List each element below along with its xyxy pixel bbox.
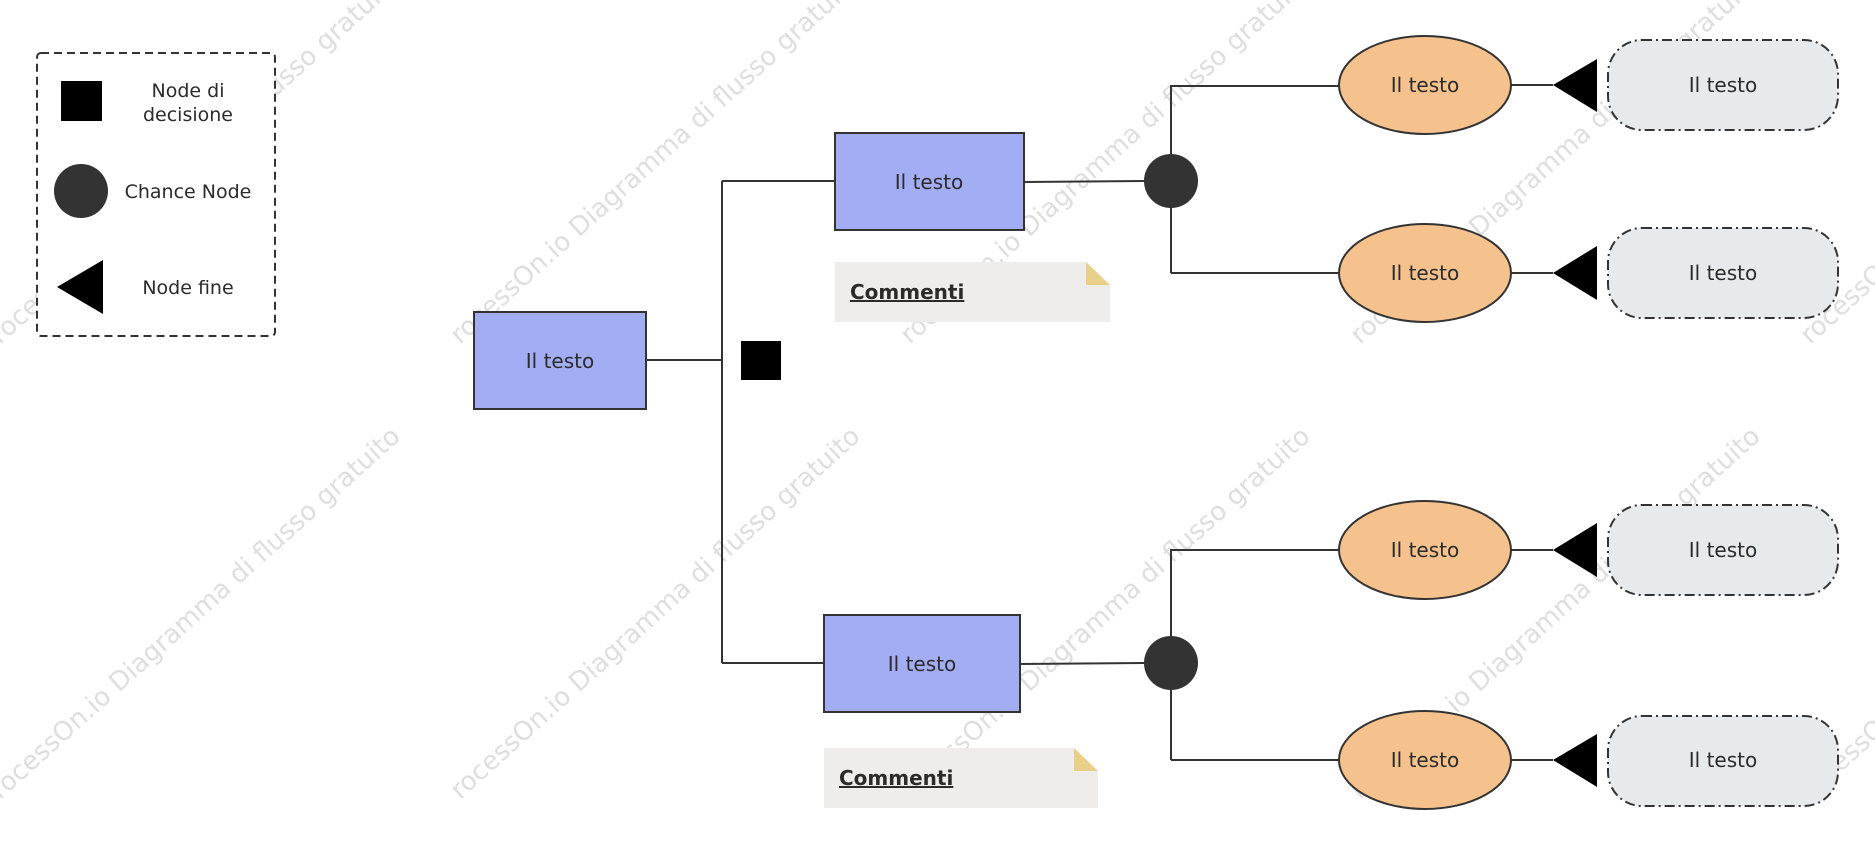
end-node-label: Il testo bbox=[1689, 748, 1757, 772]
end-node-label: Il testo bbox=[1689, 73, 1757, 97]
end-node-marker bbox=[1553, 734, 1597, 787]
comment-note-bg[interactable] bbox=[835, 262, 1110, 322]
outcome-node[interactable] bbox=[1338, 710, 1512, 810]
comment-note-bg[interactable] bbox=[824, 748, 1098, 808]
watermark-text: rocessOn.io Diagramma di flusso gratuito bbox=[445, 421, 867, 805]
decision-node-marker bbox=[741, 341, 781, 380]
connector-layer bbox=[646, 84, 1553, 761]
outcome-node[interactable] bbox=[1338, 35, 1512, 135]
chance-node-icon bbox=[54, 164, 108, 218]
decision-node-icon bbox=[61, 81, 102, 121]
chance-node[interactable] bbox=[1144, 636, 1198, 690]
root-node[interactable]: Il testo bbox=[473, 311, 647, 410]
watermark-text: rocessOn.io Diagramma di flusso gratuito bbox=[445, 0, 867, 350]
branch-node-label: Il testo bbox=[895, 170, 963, 194]
end-node-box[interactable] bbox=[1607, 504, 1839, 596]
comment-label: Commenti bbox=[839, 766, 953, 790]
outcome-node-label: Il testo bbox=[1391, 261, 1459, 285]
legend-end-label: Node fine bbox=[142, 277, 233, 299]
branch-1: Il testo Commenti Il testo Il testo Il t… bbox=[834, 35, 1839, 323]
root-node-box[interactable] bbox=[473, 311, 647, 410]
comment-label: Commenti bbox=[850, 280, 964, 304]
branch-node-box[interactable] bbox=[823, 614, 1021, 713]
end-node-marker bbox=[1553, 246, 1597, 300]
legend: Node di decisione Chance Node Node fine bbox=[36, 52, 276, 337]
end-node-label: Il testo bbox=[1689, 261, 1757, 285]
outcome-node-label: Il testo bbox=[1391, 748, 1459, 772]
end-node-box[interactable] bbox=[1607, 227, 1839, 319]
root-node-label: Il testo bbox=[526, 349, 594, 373]
legend-decision-label-line2: decisione bbox=[143, 104, 233, 126]
end-node-marker bbox=[1553, 523, 1597, 577]
connector-line bbox=[1023, 180, 1146, 183]
comment-note-fold bbox=[1074, 748, 1098, 771]
end-node-icon bbox=[57, 260, 103, 314]
legend-decision-label: Node di bbox=[152, 80, 225, 102]
comment-note-fold bbox=[1086, 262, 1110, 285]
branch-node-box[interactable] bbox=[834, 132, 1025, 231]
end-node-box[interactable] bbox=[1607, 39, 1839, 131]
legend-chance-label: Chance Node bbox=[125, 181, 252, 203]
connector-line bbox=[1019, 662, 1146, 665]
watermark-text: rocessOn.io Diagramma di flusso gratuito bbox=[0, 421, 406, 805]
end-node-box[interactable] bbox=[1607, 715, 1839, 807]
comment-note[interactable]: Commenti bbox=[824, 748, 1098, 808]
branch-2: Il testo Commenti Il testo Il testo Il t… bbox=[823, 500, 1839, 810]
end-node-marker bbox=[1553, 59, 1597, 112]
comment-note[interactable]: Commenti bbox=[835, 262, 1110, 322]
outcome-node[interactable] bbox=[1338, 500, 1512, 600]
outcome-node[interactable] bbox=[1338, 223, 1512, 323]
chance-node[interactable] bbox=[1144, 154, 1198, 208]
outcome-node-label: Il testo bbox=[1391, 538, 1459, 562]
outcome-node-label: Il testo bbox=[1391, 73, 1459, 97]
branch-node-label: Il testo bbox=[888, 652, 956, 676]
watermark-text: rocessOn.io Diagramma di flusso gratuito bbox=[895, 421, 1317, 805]
end-node-label: Il testo bbox=[1689, 538, 1757, 562]
